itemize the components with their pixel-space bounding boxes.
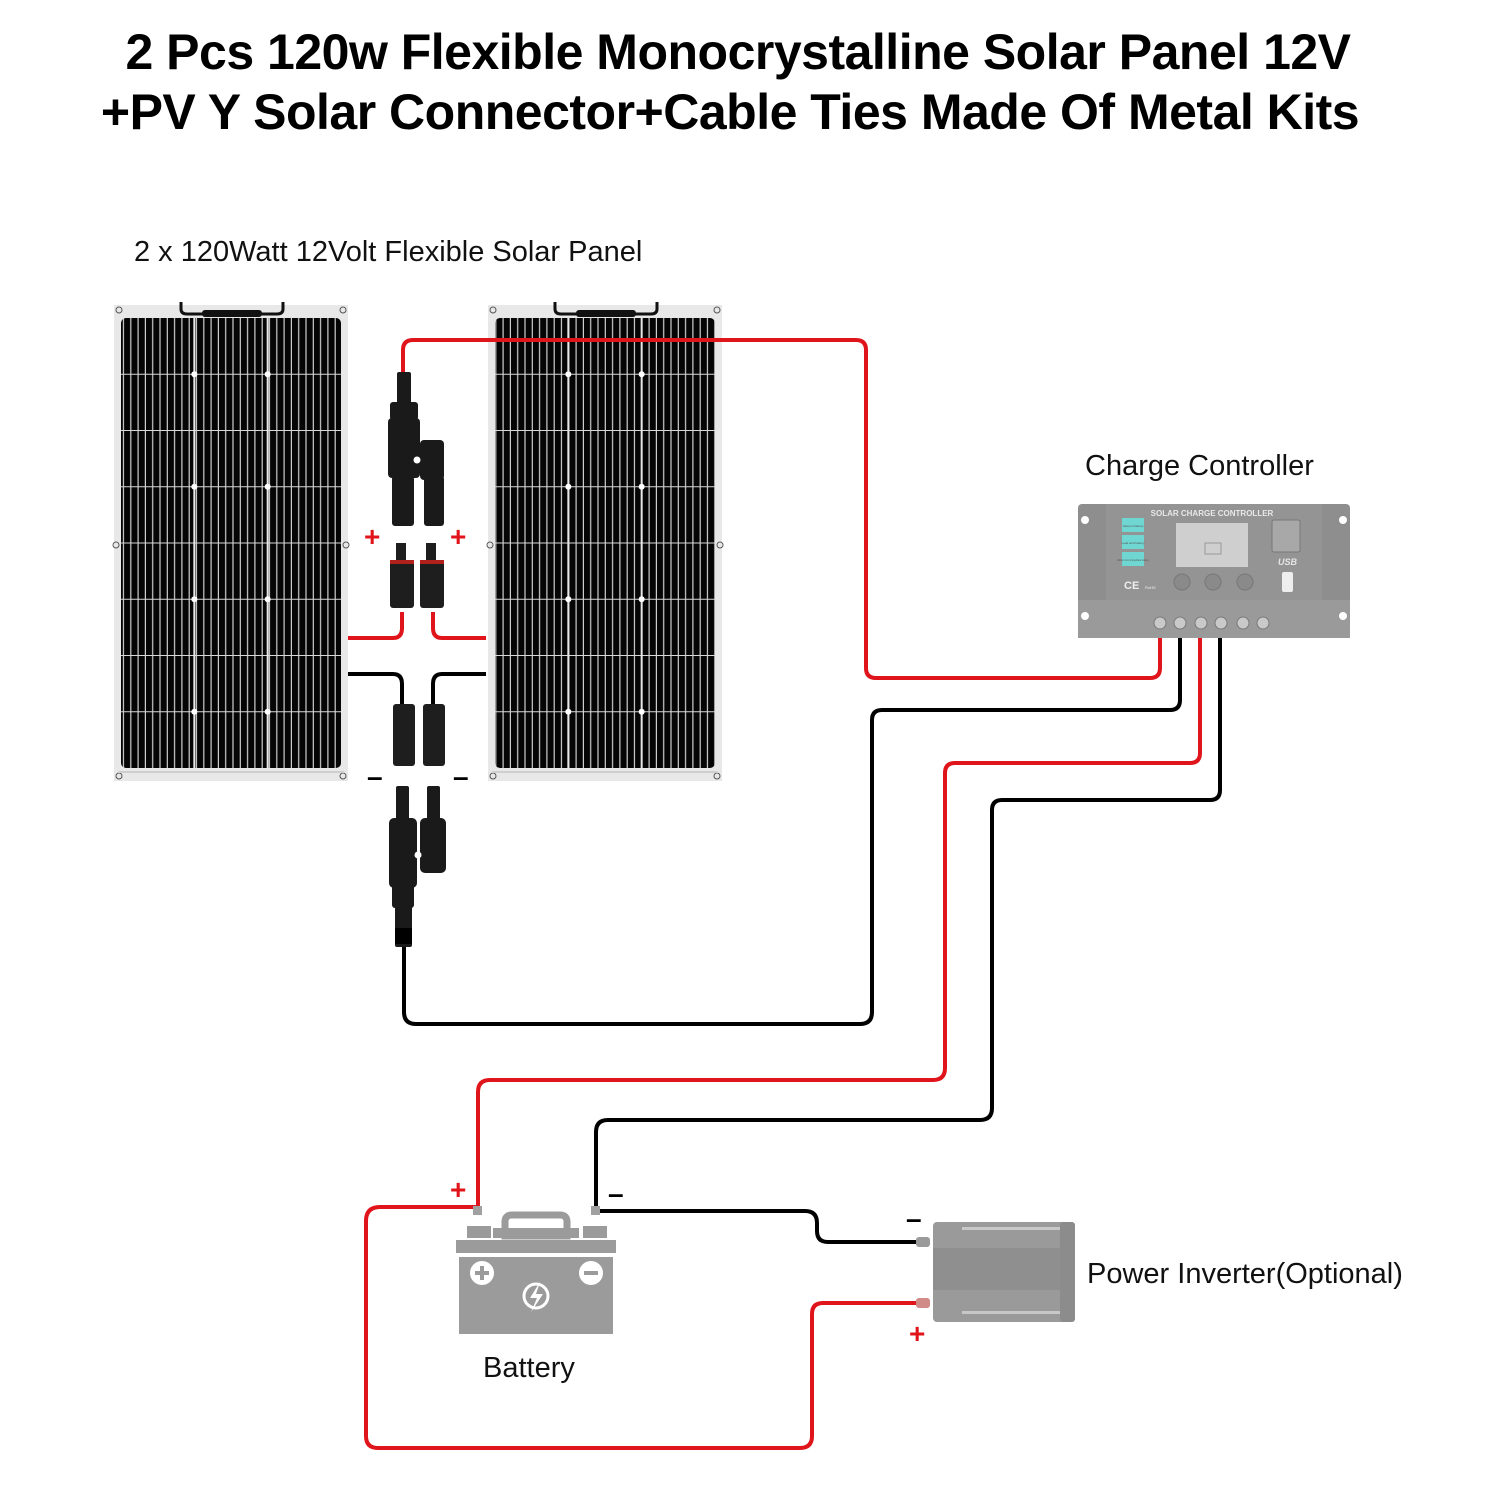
controller-usb-label: USB [1278,557,1298,567]
ce-mark: CE [1124,580,1139,592]
charge-controller-device: SOLAR CHARGE CONTROLLER Vacuum battery L… [1078,504,1350,638]
y-connector-negative [389,786,446,947]
battery-positive-sign: + [450,1174,467,1205]
inverter-positive-sign: + [909,1318,926,1349]
controller-mode-1: Vacuum battery [1123,524,1144,528]
wire-battery-positive [476,638,1202,1208]
mc4-connector-pair-negative [393,704,445,766]
controller-mode-3: Lithium iron phosphate battery [1117,559,1150,562]
lightning-bolt-icon [522,1282,550,1312]
connector-negative-sign-left: – [367,761,383,792]
wire-left-panel-negative [348,672,404,706]
wire-pv-negative [402,638,1182,1026]
wire-battery-negative [594,638,1222,1208]
title-line-2: +PV Y Solar Connector+Cable Ties Made Of… [100,84,1360,140]
rohs-mark: RoHS [1145,585,1156,590]
power-inverter-device [916,1222,1075,1322]
battery-negative-sign: – [608,1178,624,1209]
wire-inverter-negative [600,1209,918,1244]
wire-right-panel-positive [431,612,486,640]
inverter-negative-sign: – [906,1203,922,1234]
controller-mode-2: Lead acid battery [1121,541,1145,545]
wire-inverter-positive [364,1205,918,1450]
controller-terminal-screws [1153,616,1270,630]
connector-negative-sign-right: – [453,761,469,792]
controller-button-down [1236,573,1254,591]
title-line-1: 2 Pcs 120w Flexible Monocrystalline Sola… [125,24,1351,80]
battery-label: Battery [483,1352,575,1384]
y-connector-positive [388,372,444,526]
controller-lcd-screen [1176,523,1248,567]
solar-panel-right [486,302,724,781]
power-inverter-label: Power Inverter(Optional) [1087,1258,1403,1290]
wire-right-panel-negative [431,672,486,706]
solar-panel-left [112,302,350,781]
controller-button-up [1204,573,1222,591]
controller-header: SOLAR CHARGE CONTROLLER [1151,509,1274,518]
smartphone-icon [1282,572,1293,592]
wire-pv-positive [401,338,1162,680]
controller-button-menu [1173,573,1191,591]
minus-circle-icon [579,1261,603,1285]
usb-port-icon [1271,519,1301,553]
solar-panels-label: 2 x 120Watt 12Volt Flexible Solar Panel [134,236,643,268]
battery-device [456,1206,616,1334]
connector-positive-sign-left: + [364,521,381,552]
charge-controller-label: Charge Controller [1085,450,1314,482]
mc4-connector-pair-positive [390,543,444,608]
connector-positive-sign-right: + [450,521,467,552]
plus-circle-icon [470,1261,494,1285]
wire-left-panel-positive [348,612,404,640]
